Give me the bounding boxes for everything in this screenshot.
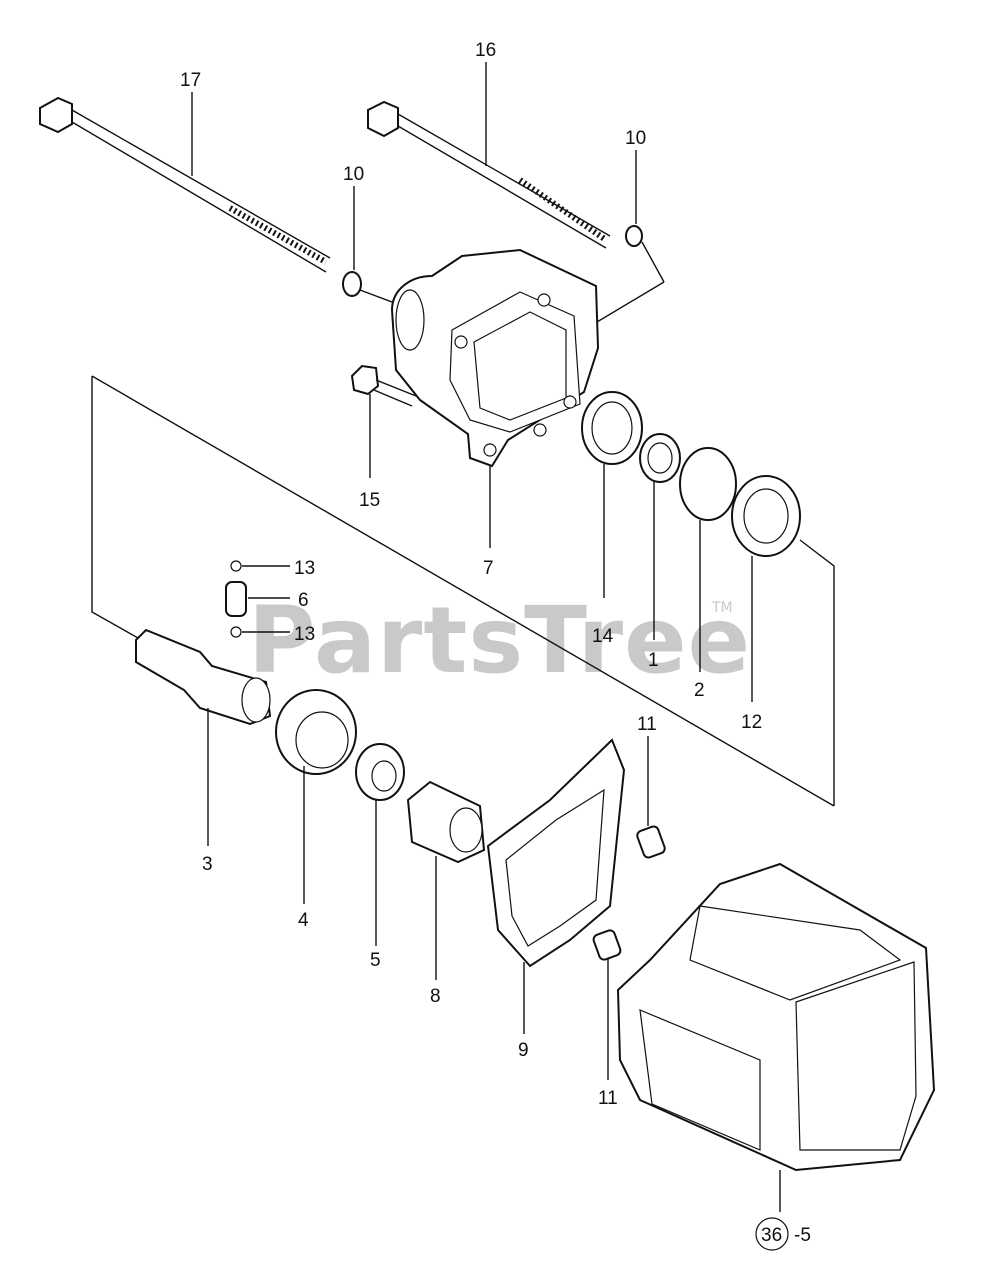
- drive-shaft-3[interactable]: [135, 628, 272, 726]
- callout-17: 17: [180, 70, 201, 91]
- callout-10-left: 10: [343, 164, 364, 185]
- callout-1: 1: [648, 650, 659, 671]
- callout-5: 5: [370, 950, 381, 971]
- transmission-case[interactable]: [616, 862, 936, 1172]
- bolt-16[interactable]: [367, 100, 611, 249]
- callout-11-bottom: 11: [598, 1088, 618, 1109]
- callout-4: 4: [298, 910, 309, 931]
- callout-2: 2: [694, 680, 705, 701]
- o-ring-2[interactable]: [679, 447, 737, 521]
- callout-13-bottom: 13: [294, 624, 315, 645]
- needle-bearing-1[interactable]: [639, 433, 681, 483]
- callout-6: 6: [298, 590, 309, 611]
- ball-13-bottom[interactable]: [230, 626, 242, 638]
- callout-13-top: 13: [294, 558, 315, 579]
- callout-16: 16: [475, 40, 496, 61]
- seal-4[interactable]: [275, 689, 357, 775]
- spring-6[interactable]: [225, 581, 247, 617]
- dowel-pin-11-top[interactable]: [636, 825, 666, 859]
- callout-8: 8: [430, 986, 441, 1007]
- washer-10-left[interactable]: [342, 271, 362, 297]
- bolt-15[interactable]: [350, 364, 417, 407]
- reference-circle: [755, 1217, 789, 1251]
- sleeve-8[interactable]: [406, 780, 486, 864]
- reference-suffix: -5: [794, 1225, 811, 1246]
- callout-10-right: 10: [625, 128, 646, 149]
- watermark-text: PartsTree: [248, 587, 751, 694]
- callout-3: 3: [202, 854, 213, 875]
- oil-seal-14[interactable]: [581, 391, 643, 465]
- bolt-17[interactable]: [39, 96, 331, 273]
- callout-15: 15: [359, 490, 380, 511]
- washer-10-right[interactable]: [625, 225, 643, 247]
- dowel-pin-11-bottom[interactable]: [592, 929, 622, 961]
- reference-number: 36: [761, 1225, 782, 1246]
- callout-12: 12: [741, 712, 762, 733]
- gasket-9[interactable]: [486, 738, 626, 968]
- callout-9: 9: [518, 1040, 529, 1061]
- ball-bearing-12[interactable]: [731, 475, 801, 557]
- watermark-tm: TM: [711, 600, 733, 616]
- collar-5[interactable]: [355, 743, 405, 801]
- callout-11-top: 11: [637, 714, 657, 735]
- callout-7: 7: [483, 558, 494, 579]
- callout-14: 14: [592, 626, 614, 647]
- ball-13-top[interactable]: [230, 560, 242, 572]
- pump-housing-7[interactable]: [390, 248, 600, 468]
